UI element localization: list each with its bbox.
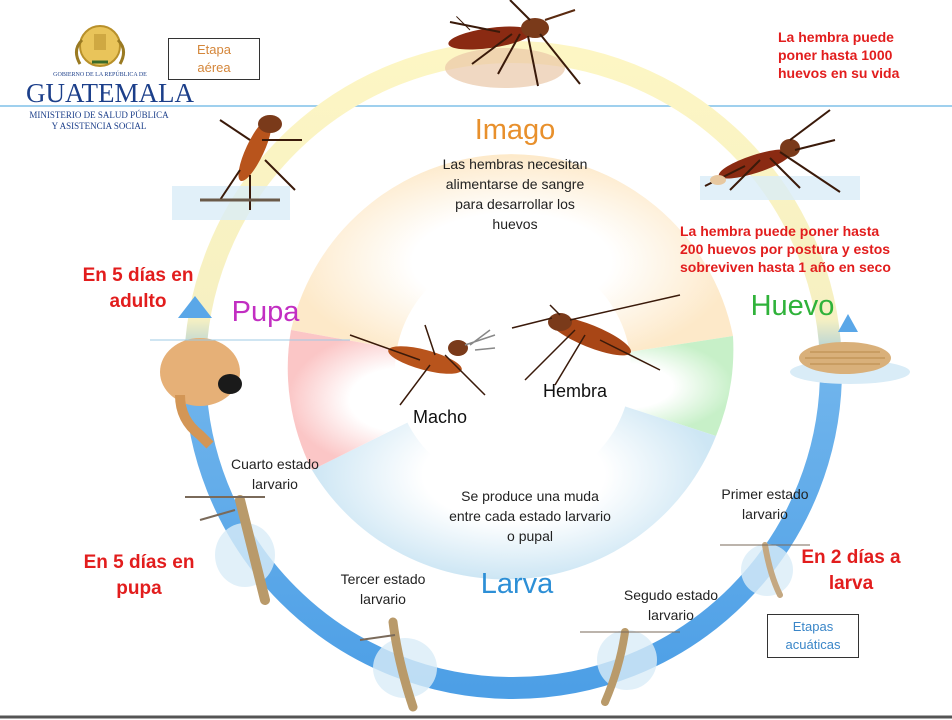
note-per-laying-line2: 200 huevos por postura y estos xyxy=(680,241,891,257)
inner-disc xyxy=(287,154,734,580)
larva-1st-icon xyxy=(720,542,810,598)
larva-3rd-icon xyxy=(359,617,437,712)
arrow-head-right xyxy=(838,314,858,332)
imago-description: Las hembras necesitan alimentarse de san… xyxy=(410,154,620,234)
duration-adult-line1: En 5 días en xyxy=(82,265,194,286)
imago-desc-line3: para desarrollar los xyxy=(455,196,575,212)
stage-title-larva: Larva xyxy=(480,568,554,600)
imago-mosquito-icon xyxy=(445,0,581,88)
duration-larva: En 2 días a larva xyxy=(786,545,916,597)
logo-country: GUATEMALA xyxy=(26,78,194,108)
larva-desc-line1: Se produce una muda xyxy=(461,488,599,504)
third-larval-line2: larvario xyxy=(360,591,406,607)
first-larval-line2: larvario xyxy=(742,506,788,522)
duration-larva-line2: larva xyxy=(828,573,874,594)
note-lifetime-line3: huevos en su vida xyxy=(778,65,900,81)
note-lifetime-eggs: La hembra puede poner hasta 1000 huevos … xyxy=(778,28,938,82)
third-larval-stage: Tercer estado larvario xyxy=(318,569,448,609)
duration-larva-line1: En 2 días a xyxy=(801,547,901,568)
second-larval-line1: Segudo estado xyxy=(623,587,719,603)
label-hembra: Hembra xyxy=(542,381,608,401)
duration-pupa-line1: En 5 días en xyxy=(83,552,195,573)
first-larval-stage: Primer estado larvario xyxy=(700,484,830,524)
arrow-head-left xyxy=(178,296,212,318)
male-mosquito-icon xyxy=(349,324,496,406)
aquatic-stage-box: Etapas acuáticas xyxy=(767,614,859,658)
stage-title-pupa: Pupa xyxy=(231,296,300,328)
fourth-larval-line1: Cuarto estado xyxy=(231,456,319,472)
guatemala-emblem-icon xyxy=(75,25,125,67)
egg-raft-icon xyxy=(790,342,910,384)
aerial-stage-line2: aérea xyxy=(197,60,231,75)
aquatic-stage-line1: Etapas xyxy=(792,619,834,634)
fourth-larval-stage: Cuarto estado larvario xyxy=(210,454,340,494)
logo-ministry-line1: MINISTERIO DE SALUD PÚBLICA xyxy=(29,110,169,120)
larva-desc-line2: entre cada estado larvario xyxy=(449,508,611,524)
note-lifetime-line2: poner hasta 1000 xyxy=(778,47,893,63)
aquatic-stage-line2: acuáticas xyxy=(785,637,841,652)
larva-desc-line3: o pupal xyxy=(507,528,553,544)
note-per-laying-line1: La hembra puede poner hasta xyxy=(680,223,880,239)
note-eggs-per-laying: La hembra puede poner hasta 200 huevos p… xyxy=(680,222,942,276)
note-per-laying-line3: sobreviven hasta 1 año en seco xyxy=(680,259,891,275)
fourth-larval-line2: larvario xyxy=(252,476,298,492)
pupa-icon xyxy=(150,338,350,449)
aerial-stage-box: Etapa aérea xyxy=(168,38,260,80)
larva-4th-icon xyxy=(185,495,275,605)
duration-pupa: En 5 días en pupa xyxy=(63,550,215,602)
aerial-stage-line1: Etapa xyxy=(197,42,231,57)
laying-mosquito-icon xyxy=(700,109,860,200)
label-macho: Macho xyxy=(412,407,468,427)
duration-adult: En 5 días en adulto xyxy=(62,263,214,315)
first-larval-line1: Primer estado xyxy=(721,486,809,502)
larva-2nd-icon xyxy=(580,628,680,706)
larva-description: Se produce una muda entre cada estado la… xyxy=(420,486,640,546)
second-larval-line2: larvario xyxy=(648,607,694,623)
imago-desc-line4: huevos xyxy=(492,216,538,232)
duration-pupa-line2: pupa xyxy=(116,578,162,599)
imago-desc-line2: alimentarse de sangre xyxy=(445,176,585,192)
note-lifetime-line1: La hembra puede xyxy=(778,29,894,45)
stage-title-huevo: Huevo xyxy=(750,290,835,322)
second-larval-stage: Segudo estado larvario xyxy=(606,585,736,625)
third-larval-line1: Tercer estado xyxy=(340,571,426,587)
stage-title-imago: Imago xyxy=(474,114,556,146)
female-mosquito-icon xyxy=(511,294,681,386)
duration-adult-line2: adulto xyxy=(109,291,167,312)
imago-desc-line1: Las hembras necesitan xyxy=(442,156,588,172)
logo-ministry-line2: Y ASISTENCIA SOCIAL xyxy=(51,121,147,131)
logo-top-line: GOBIERNO DE LA REPÚBLICA DE xyxy=(53,72,147,78)
emerging-mosquito-icon xyxy=(172,115,302,220)
